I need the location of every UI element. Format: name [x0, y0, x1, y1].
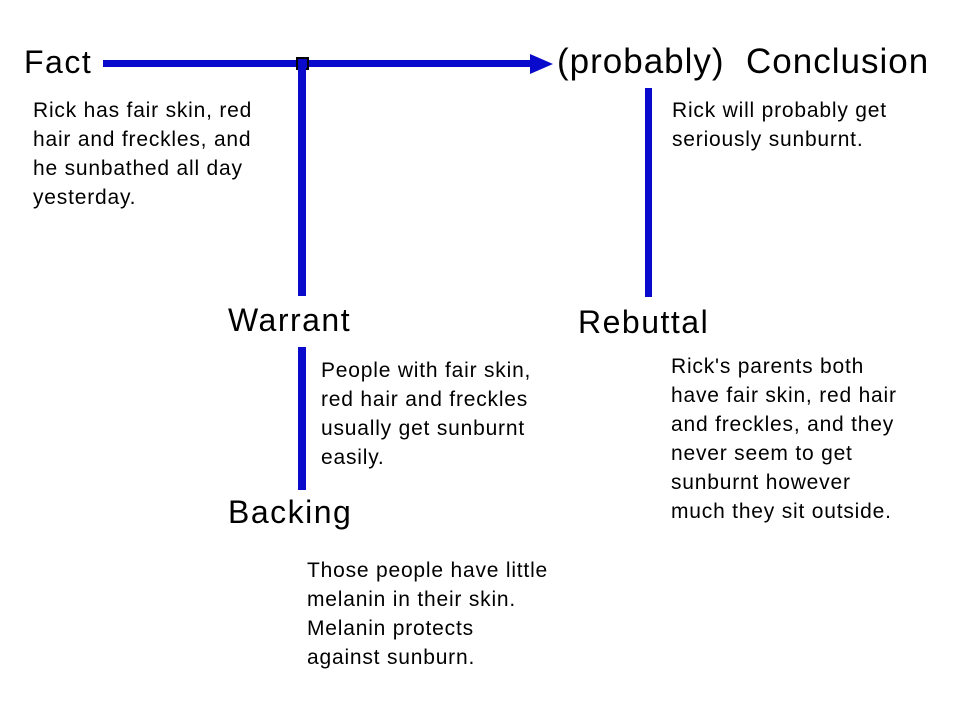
backing-text: Those people have little melanin in thei…: [307, 559, 549, 669]
backing-heading: Backing: [228, 494, 353, 530]
arrowhead-icon: [530, 54, 553, 74]
conclusion-text: Rick will probably get seriously sunburn…: [672, 99, 887, 151]
conclusion-heading: (probably) Conclusion: [557, 42, 930, 81]
line-to-warrant-upper: [298, 63, 306, 296]
warrant-text: People with fair skin, red hair and frec…: [321, 359, 532, 469]
warrant-heading: Warrant: [228, 302, 352, 338]
fact-to-conclusion-line: [103, 60, 531, 67]
fact-heading: Fact: [24, 44, 93, 80]
rebuttal-text: Rick's parents both have fair skin, red …: [671, 355, 897, 523]
fact-text: Rick has fair skin, red hair and freckle…: [33, 99, 253, 209]
rebuttal-heading: Rebuttal: [578, 304, 710, 340]
line-conclusion-to-rebuttal: [645, 88, 652, 297]
line-warrant-to-backing: [298, 347, 306, 490]
